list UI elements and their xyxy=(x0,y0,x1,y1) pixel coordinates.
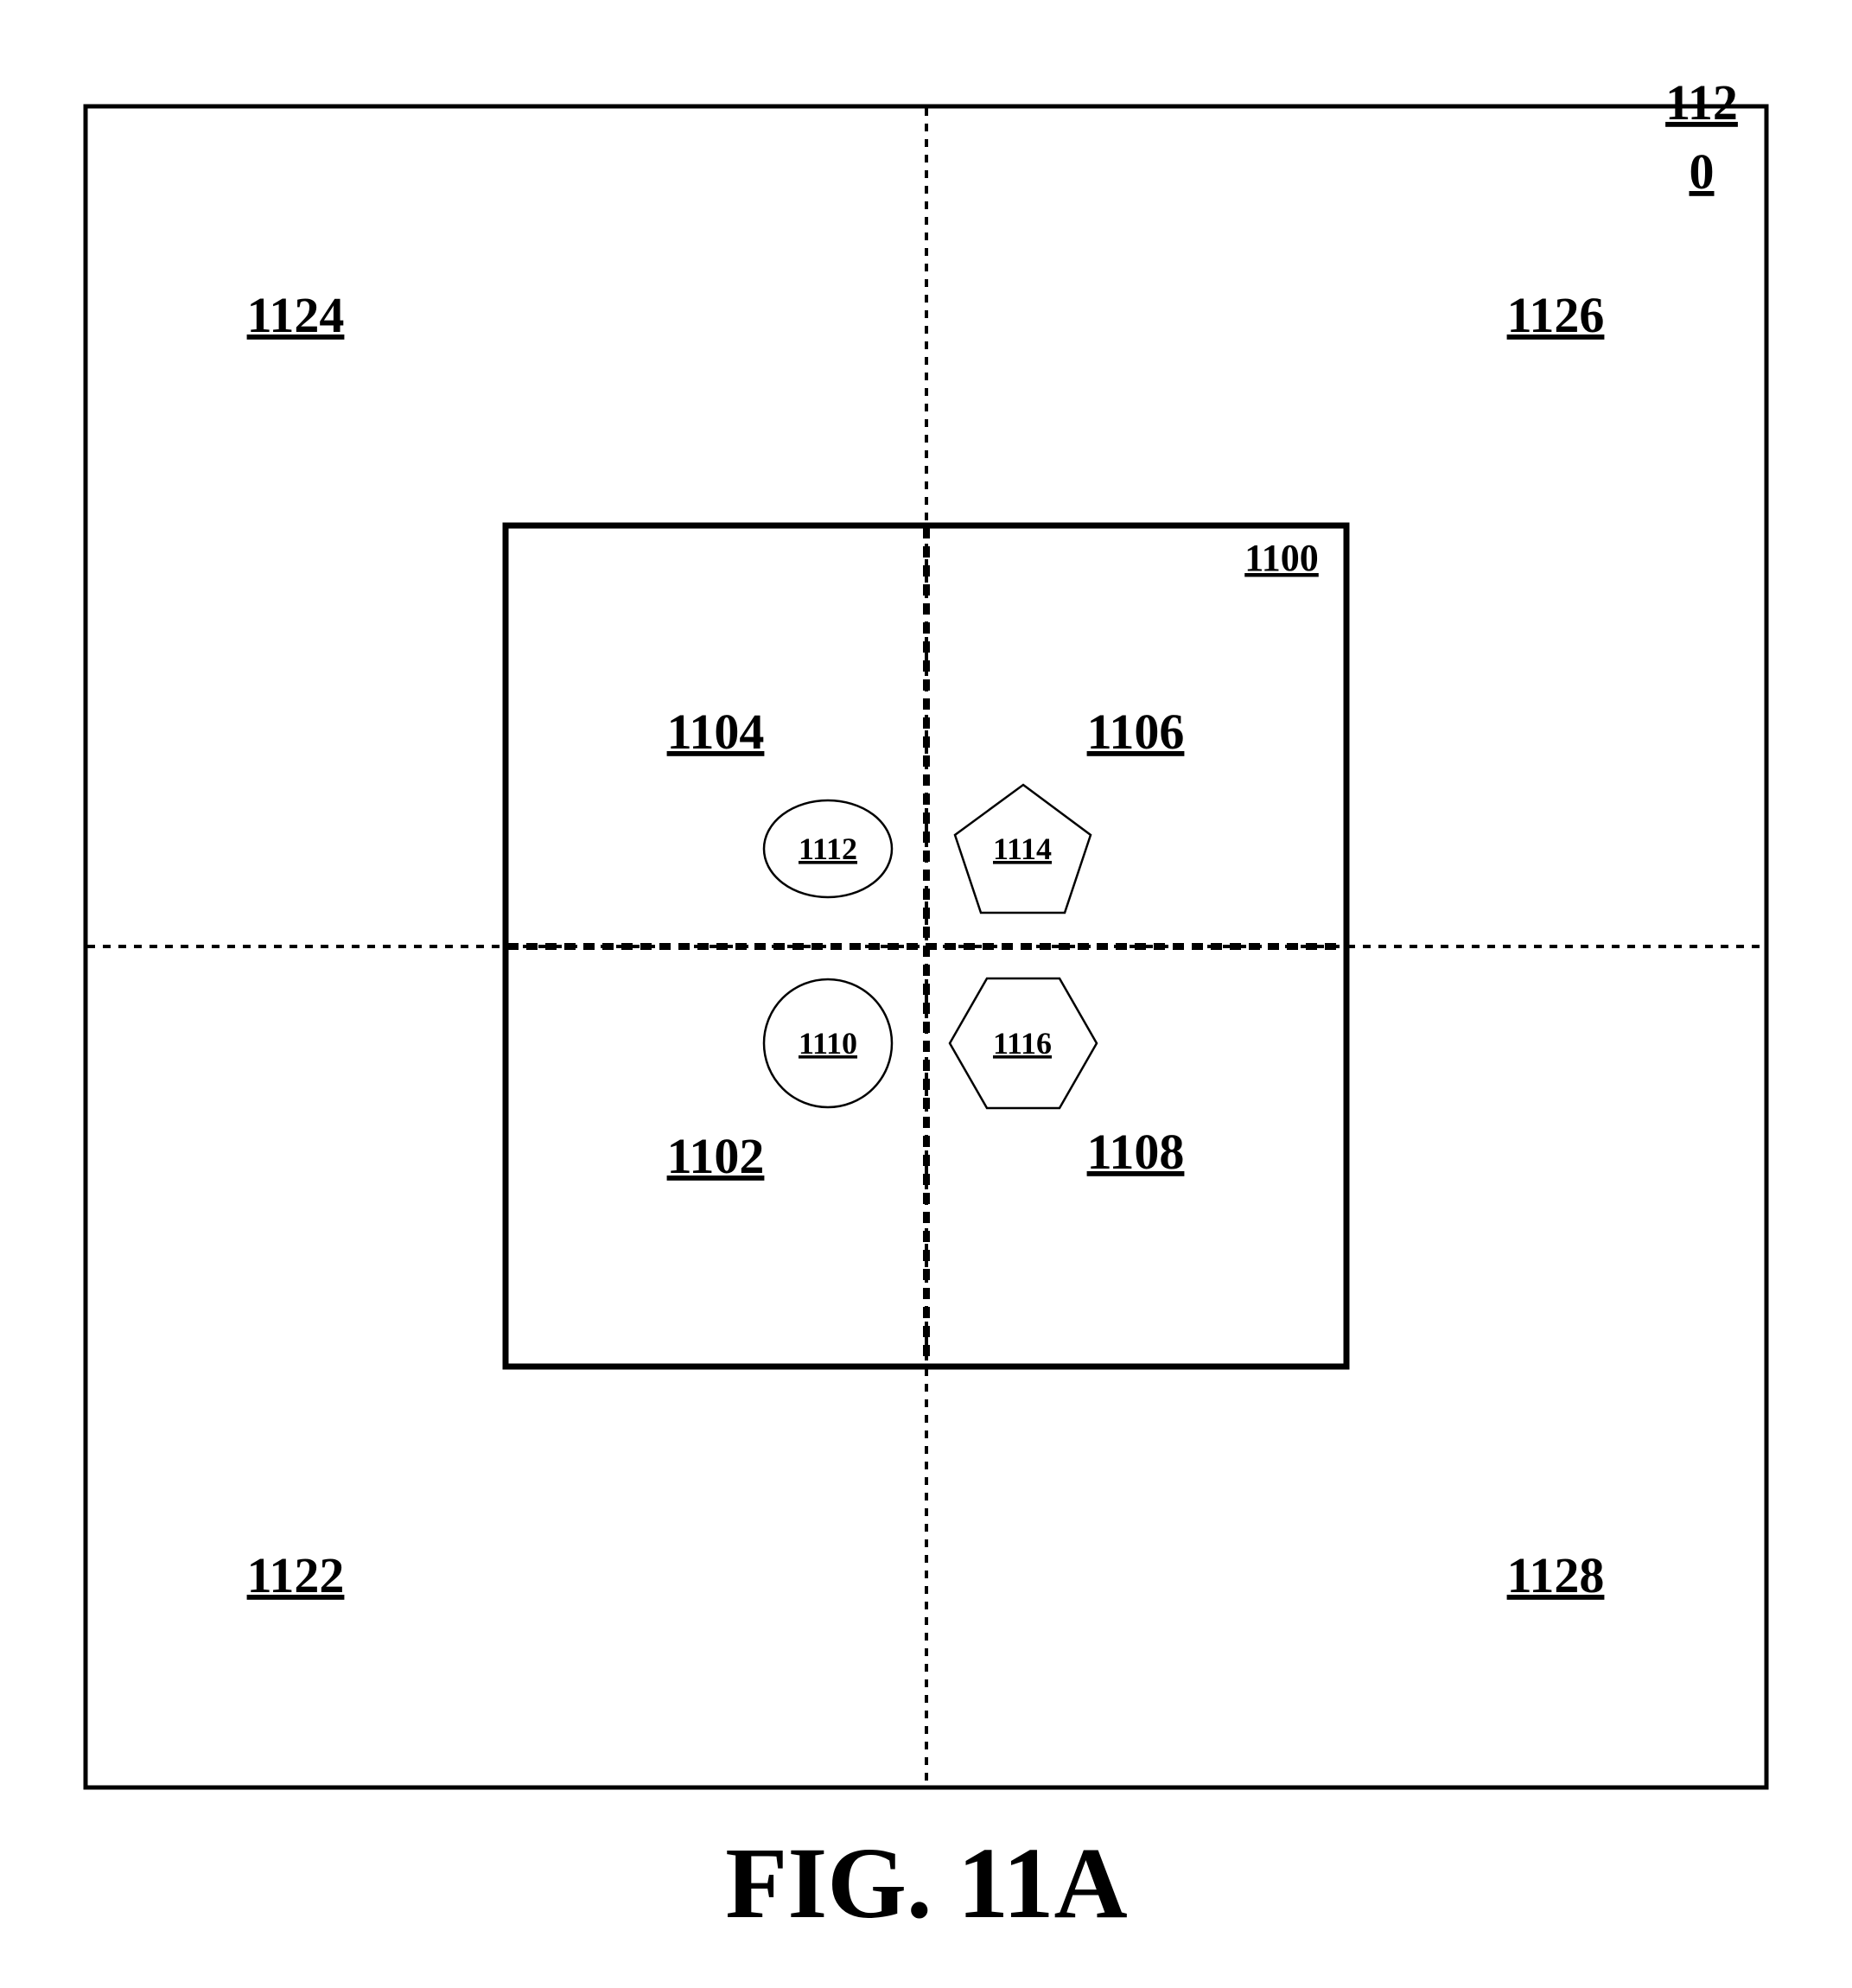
outer-quadrant-bottom-left-label: 1122 xyxy=(247,1547,345,1603)
outer-quadrant-top-right-label: 1126 xyxy=(1507,287,1605,343)
inner-region-label: 1100 xyxy=(1244,537,1319,579)
outer-region-label-line2: 0 xyxy=(1690,143,1715,200)
ellipse-label: 1112 xyxy=(799,832,857,866)
inner-quadrant-bottom-left-label: 1102 xyxy=(667,1128,765,1184)
inner-quadrant-bottom-right-label: 1108 xyxy=(1087,1124,1185,1180)
outer-region-label-line1: 112 xyxy=(1665,74,1738,131)
outer-quadrant-bottom-right-label: 1128 xyxy=(1507,1547,1605,1603)
figure-caption: FIG. 11A xyxy=(725,1826,1128,1940)
pentagon-label: 1114 xyxy=(993,832,1052,866)
inner-quadrant-top-left-label: 1104 xyxy=(667,704,765,760)
inner-quadrant-top-right-label: 1106 xyxy=(1087,704,1185,760)
outer-quadrant-top-left-label: 1124 xyxy=(247,287,345,343)
circle-label: 1110 xyxy=(799,1026,857,1061)
hexagon-label: 1116 xyxy=(993,1026,1052,1061)
